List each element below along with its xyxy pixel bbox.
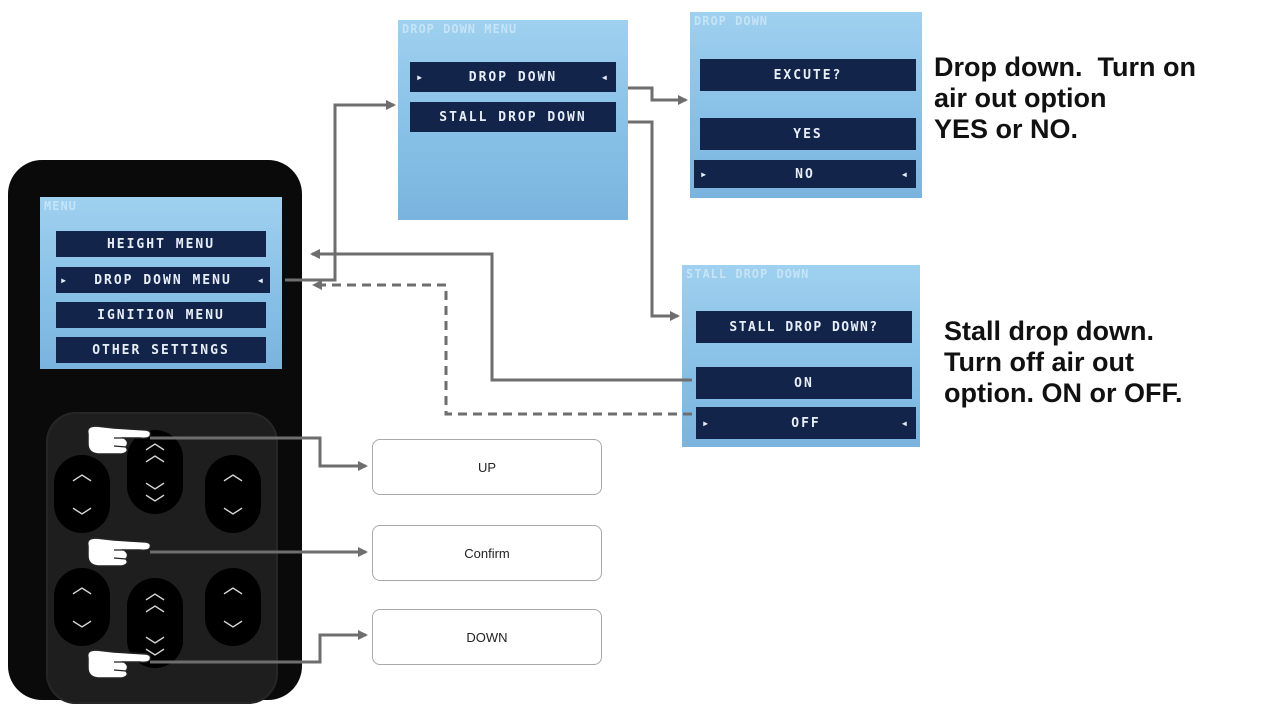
stall-note: Stall drop down. Turn off air out option… [944,316,1182,409]
triangle-right-icon: ▸ [700,167,710,181]
chevron-up-icon: ︿ [72,574,92,598]
drop-down-note-line-1: Drop down. Turn on [934,52,1196,82]
up-label-box: UP [372,439,602,495]
chevron-down-icon: ﹀ [72,618,92,642]
triangle-right-icon: ▸ [702,416,712,430]
triangle-left-icon: ◂ [256,273,266,287]
stall-prompt: STALL DROP DOWN? [696,311,912,343]
chevron-up-icon: ︿ [72,461,92,485]
chevron-down-icon: ﹀ [72,505,92,529]
pointing-hand-icon [86,425,152,455]
execute-prompt-label: EXCUTE? [773,67,843,83]
confirm-label: Confirm [464,545,510,561]
drop-down-note-line-2: air out option [934,83,1107,113]
stall-note-line-2: Turn off air out [944,347,1134,377]
drop-down-screen-title: DROP DOWN [694,14,769,28]
pointing-hand-icon [86,649,152,679]
chevron-up-icon: ︿ [223,574,243,598]
chevron-down-icon: ﹀ [223,505,243,529]
triangle-right-icon: ▸ [416,70,426,84]
double-chevron-down-icon: ﹀﹀ [145,480,165,516]
stall-note-line-3: option. ON or OFF. [944,378,1183,408]
chevron-down-icon: ﹀ [223,618,243,642]
drop-down-confirm-screen: DROP DOWN EXCUTE? YES ▸ NO ◂ [690,12,922,198]
drop-down-menu-title: DROP DOWN MENU [402,22,518,36]
key-right-bottom[interactable]: ︿ ﹀ [205,568,261,646]
stall-prompt-label: STALL DROP DOWN? [729,319,879,335]
arrow-up-label [150,436,368,471]
menu-item-drop-down[interactable]: ▸ DROP DOWN MENU ◂ [56,267,270,293]
menu-item-drop-down-option[interactable]: ▸ DROP DOWN ◂ [410,62,616,92]
menu-item-height[interactable]: HEIGHT MENU [56,231,266,257]
down-label-box: DOWN [372,609,602,665]
arrow-down-label [150,630,368,664]
option-on-label: ON [794,375,814,391]
down-label: DOWN [466,629,508,645]
option-yes[interactable]: YES [700,118,916,150]
menu-item-other-settings-label: OTHER SETTINGS [92,342,230,358]
menu-item-drop-down-label: DROP DOWN MENU [94,272,232,288]
option-off-label: OFF [791,415,821,431]
menu-item-height-label: HEIGHT MENU [106,236,216,252]
menu-item-ignition[interactable]: IGNITION MENU [56,302,266,328]
option-off[interactable]: ▸ OFF ◂ [696,407,916,439]
arrow-to-stall-screen [628,120,680,321]
arrow-on-back [310,249,692,382]
option-on[interactable]: ON [696,367,912,399]
stall-drop-down-screen: STALL DROP DOWN STALL DROP DOWN? ON ▸ OF… [682,265,920,447]
main-menu-title: MENU [44,199,77,213]
up-label: UP [477,459,497,475]
pointing-hand-icon [86,537,152,567]
triangle-left-icon: ◂ [900,416,910,430]
chevron-up-icon: ︿ [223,461,243,485]
triangle-left-icon: ◂ [600,70,610,84]
key-right-top[interactable]: ︿ ﹀ [205,455,261,533]
execute-prompt: EXCUTE? [700,59,916,91]
key-left-top[interactable]: ︿ ﹀ [54,455,110,533]
triangle-left-icon: ◂ [900,167,910,181]
menu-item-ignition-label: IGNITION MENU [97,307,225,323]
key-left-bottom[interactable]: ︿ ﹀ [54,568,110,646]
option-no[interactable]: ▸ NO ◂ [694,160,916,188]
drop-down-menu-screen: DROP DOWN MENU ▸ DROP DOWN ◂ STALL DROP … [398,20,628,220]
stall-drop-down-option-label: STALL DROP DOWN [439,109,587,125]
key-up-confirm[interactable]: ︿︿ ﹀﹀ [127,430,183,514]
option-yes-label: YES [793,126,823,142]
double-chevron-up-icon: ︿︿ [145,580,165,616]
menu-item-other-settings[interactable]: OTHER SETTINGS [56,337,266,363]
stall-note-line-1: Stall drop down. [944,316,1154,346]
drop-down-note-line-3: YES or NO. [934,114,1079,144]
drop-down-note: Drop down. Turn on air out option YES or… [934,52,1196,145]
arrow-off-back [312,280,692,416]
main-menu-screen: MENU HEIGHT MENU ▸ DROP DOWN MENU ◂ IGNI… [40,197,282,369]
menu-item-stall-drop-down[interactable]: STALL DROP DOWN [410,102,616,132]
triangle-right-icon: ▸ [60,273,70,287]
drop-down-option-label: DROP DOWN [468,69,558,85]
arrow-to-drop-down-menu [285,100,396,282]
confirm-label-box: Confirm [372,525,602,581]
option-no-label: NO [795,166,815,182]
stall-screen-title: STALL DROP DOWN [686,267,810,281]
arrow-to-confirm-screen [628,86,688,105]
